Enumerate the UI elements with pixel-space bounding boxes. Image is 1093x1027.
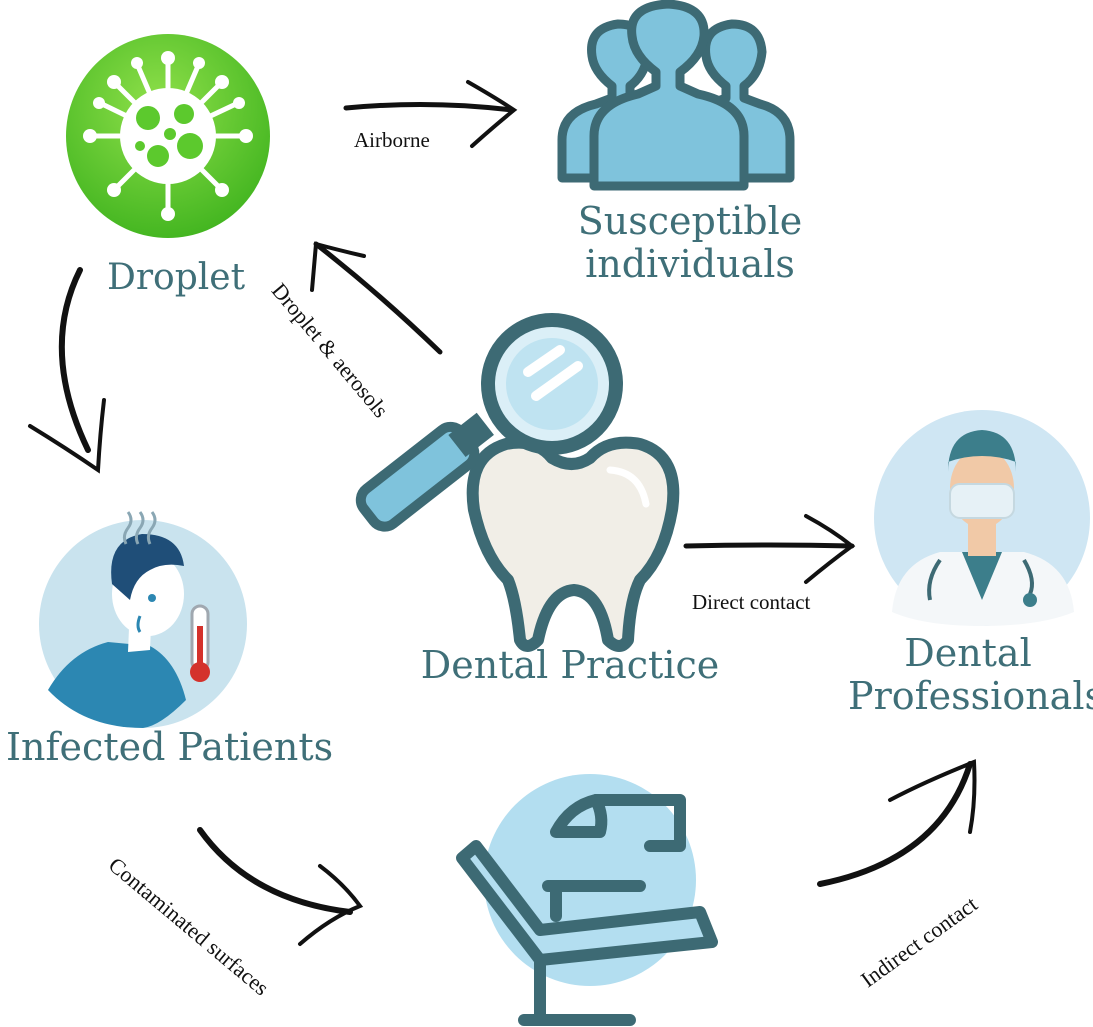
- sick-patient-icon: [39, 511, 247, 728]
- arrow-contaminated-surfaces: [197, 827, 364, 946]
- virus-icon: [66, 34, 270, 238]
- dental-practice-label: Dental Practice: [420, 644, 720, 687]
- dental-professionals-label-line2: Professionals: [848, 673, 1093, 718]
- dental-professionals-label-line1: Dental: [904, 631, 1032, 675]
- arrow-airborne: [343, 80, 518, 148]
- susceptible-label-line1: Susceptible: [577, 199, 803, 243]
- edge-label-direct-contact: Direct contact: [692, 590, 811, 614]
- dental-practice-label-text: Dental Practice: [420, 643, 720, 687]
- susceptible-label-line2: individuals: [585, 241, 795, 286]
- droplet-label: Droplet: [96, 257, 256, 298]
- arrow-indirect-contact: [817, 759, 977, 887]
- people-group-icon: [557, 0, 795, 191]
- arrow-droplet-patients: [28, 267, 106, 474]
- dental-chair-icon: [456, 774, 718, 1026]
- arrow-droplet-aerosols: [310, 241, 443, 355]
- dentist-icon: [874, 410, 1090, 626]
- arrows: [28, 80, 977, 946]
- edge-label-airborne: Airborne: [354, 128, 430, 152]
- droplet-label-text: Droplet: [106, 257, 246, 298]
- infected-patients-label: Infected Patients: [6, 726, 333, 769]
- arrow-direct-contact: [683, 514, 856, 584]
- susceptible-label: Susceptible individuals: [560, 200, 820, 285]
- infected-patients-label-text: Infected Patients: [6, 725, 334, 769]
- dental-professionals-label: Dental Professionals: [848, 631, 1093, 718]
- tooth-magnifier-icon: [355, 313, 680, 652]
